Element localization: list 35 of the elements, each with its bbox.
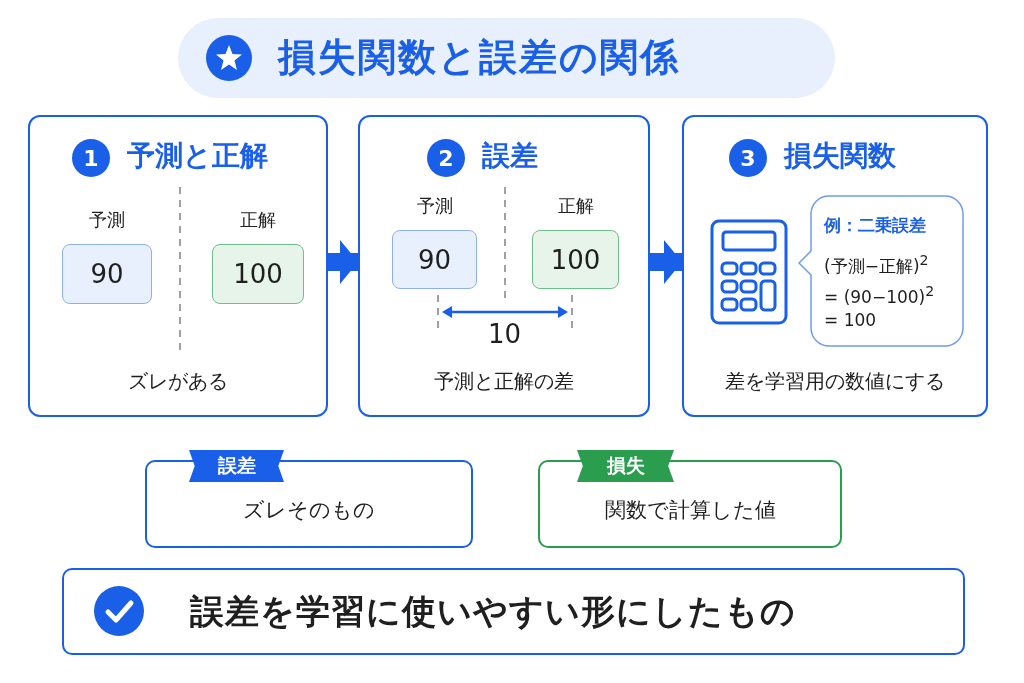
formula-line: = 100	[824, 309, 877, 332]
number-badge: 3	[729, 139, 767, 177]
card-text: 関数で計算した値	[603, 497, 777, 524]
panel-heading: 損失関数	[784, 138, 896, 174]
value-caption: 予測	[88, 208, 126, 232]
number-badge: 2	[427, 139, 465, 177]
panel-caption: ズレがある	[127, 368, 229, 395]
value-box: 100	[212, 244, 304, 304]
summary-text: 誤差を学習に使いやすい形にしたもの	[190, 590, 796, 633]
value-caption: 予測	[415, 194, 454, 218]
dimension-value: 10	[488, 318, 522, 351]
value-box: 100	[532, 230, 619, 289]
tag-label: 誤差	[189, 450, 284, 482]
step-panel	[358, 115, 650, 417]
value-caption: 正解	[239, 208, 277, 232]
step-panel	[682, 115, 988, 417]
number-badge: 1	[72, 139, 110, 177]
formula-line: = (90−100)$^{2}$	[824, 282, 935, 309]
tag-label: 損失	[577, 450, 674, 482]
formula-line: (予測−正解)$^{2}$	[824, 251, 929, 278]
summary-banner	[62, 568, 965, 655]
card-text: ズレそのもの	[242, 497, 376, 524]
step-panel	[28, 115, 328, 417]
value-box: 90	[392, 230, 477, 289]
panel-heading: 誤差	[482, 138, 538, 174]
value-box: 90	[62, 244, 152, 304]
panel-heading: 予測と正解	[127, 138, 268, 174]
panel-caption: 差を学習用の数値にする	[724, 368, 946, 395]
panel-caption: 予測と正解の差	[433, 368, 575, 395]
title: 損失関数と誤差の関係	[278, 34, 680, 81]
value-caption: 正解	[556, 194, 595, 218]
block-arrow	[650, 240, 682, 284]
block-arrow	[328, 240, 358, 284]
speech-bubble	[798, 195, 964, 347]
example-heading: 例：二乗誤差	[824, 214, 926, 237]
